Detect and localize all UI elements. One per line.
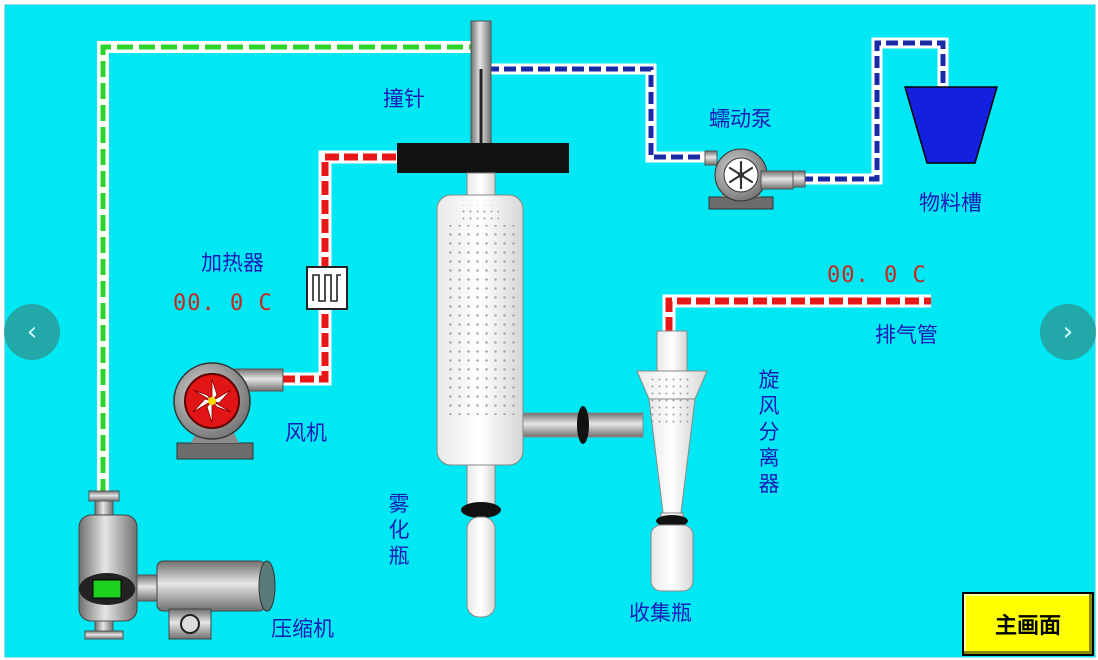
exhaust-temperature-readout: 00. 0 C <box>827 263 927 288</box>
collection-bottle <box>650 524 694 592</box>
cyclone-separator <box>636 330 708 527</box>
atomizer-column <box>436 172 524 618</box>
air-line <box>97 41 471 495</box>
peristaltic-pump <box>704 148 806 210</box>
heater-temperature-readout: 00. 0 C <box>173 291 273 316</box>
air-compressor <box>78 490 276 640</box>
main-screen-button[interactable]: 主画面 <box>962 592 1094 656</box>
blower-fan <box>173 362 284 460</box>
heater-unit <box>306 266 348 310</box>
heater-label: 加热器 <box>201 251 264 275</box>
material-tank <box>904 86 998 164</box>
atomizer-head-plate <box>397 143 569 173</box>
fan-label: 风机 <box>285 421 327 445</box>
needle-label: 撞针 <box>383 87 425 111</box>
atomizer-label: 雾化瓶 <box>388 492 410 568</box>
compressor-label: 压缩机 <box>271 617 334 641</box>
next-page-button[interactable]: › <box>1040 304 1096 360</box>
previous-page-button[interactable]: ‹ <box>4 304 60 360</box>
process-diagram <box>78 20 998 640</box>
cyclone-label: 旋风分离器 <box>758 368 780 496</box>
exhaust-label: 排气管 <box>875 323 938 347</box>
collector-label: 收集瓶 <box>629 601 692 625</box>
feed-line <box>487 37 949 185</box>
transfer-pipe <box>522 406 644 444</box>
needle-rod <box>470 20 492 150</box>
exhaust-line <box>662 294 931 331</box>
tank-label: 物料槽 <box>919 191 982 215</box>
pump-label: 蠕动泵 <box>709 107 772 131</box>
process-canvas: 撞针 蠕动泵 物料槽 加热器 00. 0 C 00. 0 C 排气管 风机 旋风… <box>4 4 1096 658</box>
